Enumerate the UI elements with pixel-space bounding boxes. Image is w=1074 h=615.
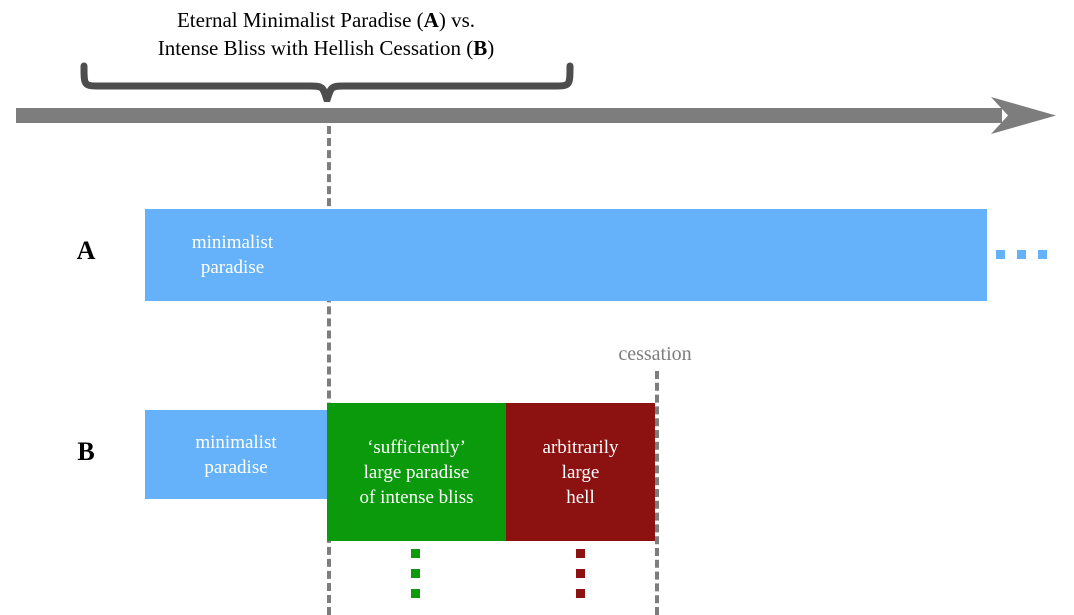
- diagram-title: Eternal Minimalist Paradise (A) vs.Inten…: [157, 8, 495, 60]
- red-continuation-dots: [576, 549, 585, 598]
- arbitrarily-large-hell-bar: arbitrarily large hell: [506, 403, 655, 541]
- continuation-dot: [1017, 250, 1026, 259]
- continuation-dot: [411, 549, 420, 558]
- continuation-dot: [411, 569, 420, 578]
- cessation-label: cessation: [618, 343, 692, 365]
- sufficiently-large-paradise-bar: ‘sufficiently’ large paradise of intense…: [327, 403, 506, 541]
- minimalist-paradise-a-text: minimalist paradise: [191, 232, 274, 278]
- row-label-b: B: [77, 437, 95, 466]
- green-continuation-dots: [411, 549, 420, 598]
- divergence-guide: [327, 114, 331, 615]
- minimalist-paradise-a-bar: minimalist paradise: [145, 209, 987, 301]
- continuation-dot: [576, 549, 585, 558]
- continuation-dot: [996, 250, 1005, 259]
- row-a-continuation-dots: [996, 250, 1047, 259]
- time-axis-arrow: [16, 97, 1056, 134]
- continuation-dot: [1038, 250, 1047, 259]
- row-label-a: A: [76, 236, 96, 265]
- scenario-brace: [80, 62, 574, 102]
- continuation-dot: [576, 569, 585, 578]
- continuation-dot: [411, 589, 420, 598]
- cessation-guide: [655, 371, 659, 615]
- minimalist-paradise-b-bar: minimalist paradise: [145, 410, 327, 499]
- continuation-dot: [576, 589, 585, 598]
